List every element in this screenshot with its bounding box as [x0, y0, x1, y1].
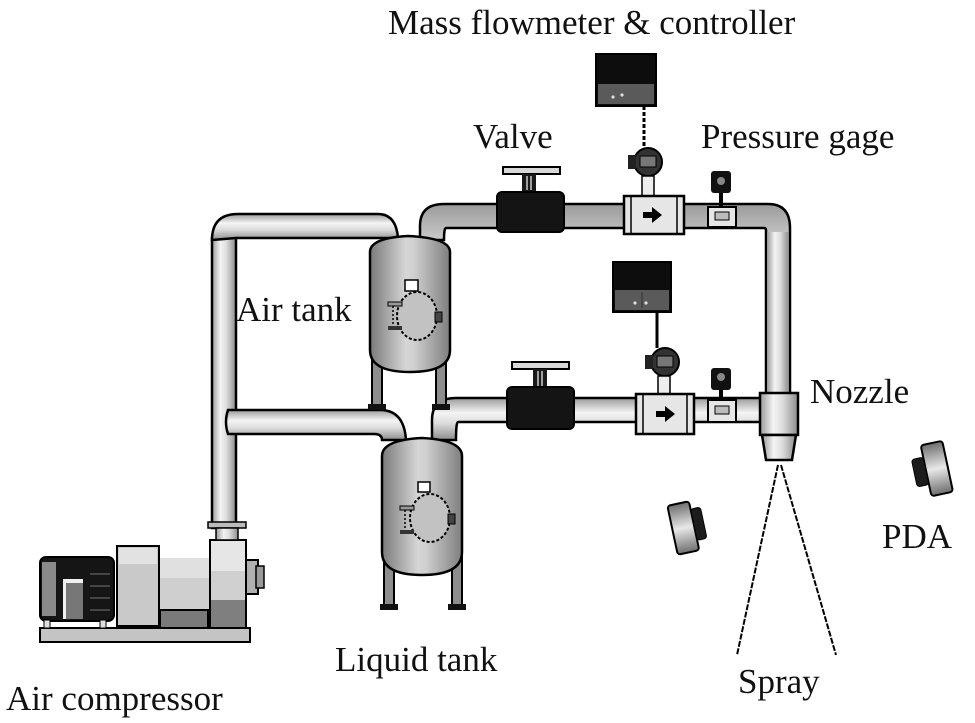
label-valve: Valve — [473, 117, 553, 156]
liquid-tank — [380, 436, 466, 610]
label-air-compressor: Air compressor — [6, 679, 223, 718]
pda-transmitter — [666, 500, 707, 556]
right-arrow-icon — [656, 406, 675, 422]
labels: Mass flowmeter & controller Valve Pressu… — [6, 3, 953, 718]
label-pda: PDA — [882, 517, 953, 556]
controller-liquid-line — [612, 261, 672, 348]
pipe-to-liquid-tank — [224, 408, 408, 442]
label-air-tank: Air tank — [236, 290, 352, 329]
controller-air-line — [595, 53, 657, 148]
spray-cone — [736, 464, 837, 656]
flowmeter-air-line — [622, 147, 686, 236]
pipe-riser — [210, 236, 238, 530]
valve-air-line — [496, 166, 565, 233]
nozzle — [758, 391, 800, 462]
label-spray: Spray — [738, 662, 820, 701]
air-tank — [368, 234, 452, 410]
valve-liquid-line — [506, 361, 575, 430]
label-pressure-gage: Pressure gage — [701, 117, 894, 156]
label-nozzle: Nozzle — [810, 372, 909, 411]
pipe-network — [210, 202, 792, 530]
pressure-gage-air-line — [707, 171, 737, 228]
label-mass-flowmeter: Mass flowmeter & controller — [388, 3, 796, 42]
right-arrow-icon — [643, 207, 662, 223]
pipe-to-air-tank — [210, 212, 400, 242]
pda-receiver — [911, 440, 954, 497]
pipe-air-line — [418, 202, 792, 398]
flowmeter-liquid-line — [634, 347, 696, 436]
label-liquid-tank: Liquid tank — [335, 640, 498, 679]
pressure-gage-liquid-line — [707, 368, 737, 423]
air-compressor — [39, 521, 265, 643]
